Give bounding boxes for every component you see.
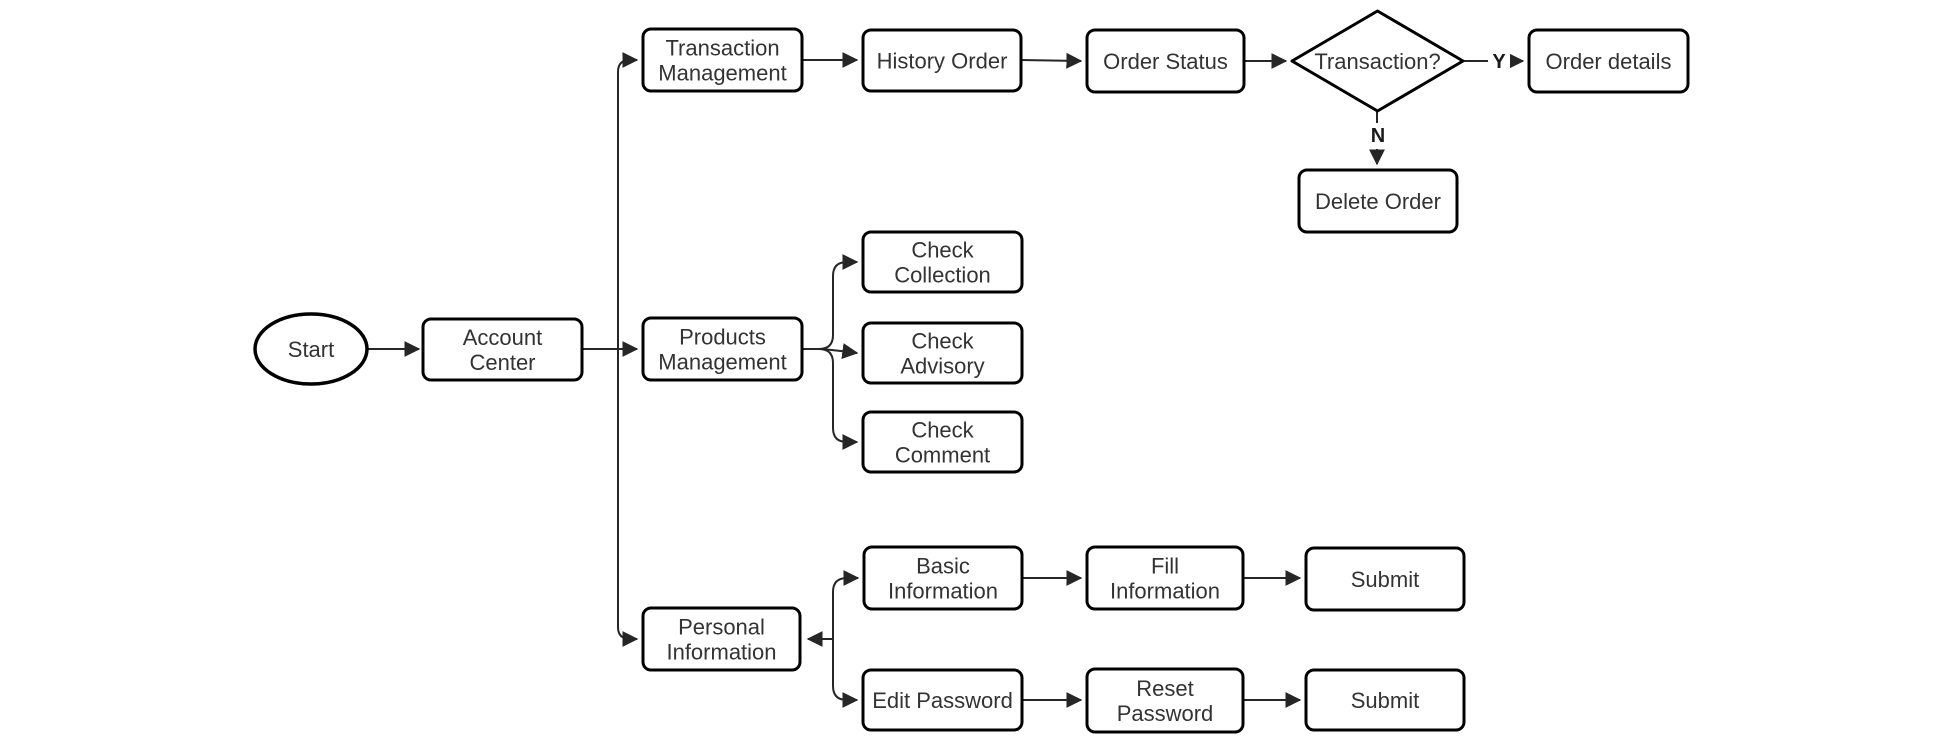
- delete-order-label: Delete Order: [1315, 189, 1441, 214]
- edge-personal-to-basic: [832, 570, 860, 639]
- edge-account-to-transaction: [617, 52, 639, 349]
- edge-personal-to-edit: [832, 639, 859, 708]
- edge-label-bg: [1488, 49, 1510, 75]
- check-comment-shape: [861, 410, 1024, 474]
- edge-products-to-comment: [802, 348, 859, 450]
- submit-basic-label: Submit: [1351, 567, 1419, 592]
- basic-information-shape: [862, 545, 1024, 611]
- personal-information-shape: [641, 606, 802, 672]
- edge-decision-to-details: Y: [1463, 49, 1525, 75]
- edge-decision-to-delete: N: [1367, 111, 1389, 166]
- edge-label-y: Y: [1492, 51, 1506, 73]
- order-details-shape: [1527, 28, 1690, 94]
- transaction-management-shape: [641, 27, 804, 93]
- node-edit-password: Edit Password: [861, 668, 1024, 732]
- node-start: Start: [253, 312, 369, 386]
- submit-basic-shape: [1304, 546, 1466, 612]
- node-submit-basic: Submit: [1304, 546, 1466, 612]
- node-order-status: Order Status: [1085, 28, 1246, 94]
- order-status-shape: [1085, 28, 1246, 94]
- check-advisory-shape: [861, 321, 1024, 385]
- order-status-label: Order Status: [1103, 49, 1228, 74]
- node-history-order: History Order: [861, 28, 1023, 93]
- submit-password-shape: [1304, 668, 1466, 732]
- edge-label-n: N: [1371, 125, 1385, 147]
- submit-password-label: Submit: [1351, 688, 1419, 713]
- history-order-label: History Order: [877, 48, 1008, 73]
- history-order-shape: [861, 28, 1023, 93]
- account-center-shape: [421, 317, 584, 382]
- transaction-decision-label: Transaction?: [1314, 49, 1440, 74]
- edge-history-to-status: [1020, 52, 1083, 69]
- edit-password-shape: [861, 668, 1024, 732]
- edge-products-to-collection: [802, 254, 859, 350]
- node-delete-order: Delete Order: [1297, 168, 1459, 234]
- node-order-details: Order details: [1527, 28, 1690, 94]
- edit-password-label: Edit Password: [872, 688, 1013, 713]
- fill-information-shape: [1085, 545, 1245, 611]
- node-transaction-decision: Transaction?: [1290, 9, 1465, 113]
- start-shape: [253, 312, 369, 386]
- transaction-decision-shape: [1290, 9, 1465, 113]
- order-details-label: Order details: [1546, 49, 1672, 74]
- products-management-shape: [641, 316, 804, 382]
- delete-order-shape: [1297, 168, 1459, 234]
- edge-label-bg: [1367, 123, 1389, 149]
- node-submit-password: Submit: [1304, 668, 1466, 732]
- start-label: Start: [288, 337, 334, 362]
- check-collection-shape: [861, 230, 1024, 294]
- reset-password-shape: [1085, 667, 1245, 734]
- edge-account-to-personal: [617, 349, 639, 647]
